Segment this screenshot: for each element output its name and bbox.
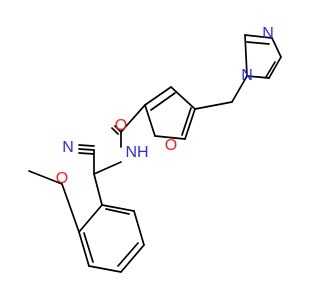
benzene-inner-bond-3 [105,208,130,215]
furan-ring [144,86,233,140]
carbonyl-oxygen-label: O [115,117,127,134]
nitrile-triple-bond-2 [78,144,95,147]
imidazole-bond-3 [268,56,282,79]
carbonyl-double-bond-a [114,125,122,133]
amide-chain [78,104,146,206]
benzene-bond-6 [101,204,135,212]
molecule-diagram: N N O O NH N O [28,25,282,273]
molecule-svg: N N O O NH N O [28,25,282,273]
furan-oxygen-label: O [165,137,177,154]
methoxy-oxygen-label: O [56,170,68,187]
benzene-bond-2 [78,231,90,267]
nitrile-triple-bond-3 [78,152,95,155]
furan-bond-5 [184,108,196,140]
imidazole-bond-3-double [265,61,276,78]
imidazole-bond-2 [271,37,282,58]
imidazole-bond-4 [246,75,270,79]
imidazole-n-top-label: N [262,25,274,42]
imidazole-bond-5 [244,34,248,77]
furan-bond-3 [144,104,156,137]
alpha-to-aryl-bond [93,173,103,206]
furan-bond-4 [154,135,186,140]
imidazole-n-bottom-label: N [241,67,253,84]
furan-bond-2-double [150,92,176,111]
furan-methylene-link [194,101,233,110]
nitrile-n-label: N [62,139,74,156]
carbonyl-carbon-bond [120,104,146,133]
carbonyl-double-bond-b [111,127,119,135]
nh-to-alpha-carbon-bond [93,161,122,175]
furan-bond-2 [144,86,172,106]
benzene-bond-3 [88,265,122,273]
imidazole-methylene-bond [231,75,248,103]
methoxy-group [28,170,80,233]
benzene-inner-bond-1 [83,232,94,263]
nitrile-triple-bond-1 [78,148,95,151]
benzene-ring [78,204,145,273]
methoxy-methyl-bond [28,170,63,185]
imidazole-bond-1 [244,34,273,39]
amide-nh-label: NH [125,144,148,161]
furan-bond-5-inner [181,107,192,136]
benzene-bond-1 [78,204,103,233]
imidazole-ring [231,34,282,103]
benzene-inner-bond-2 [117,242,139,267]
benzene-bond-5 [133,210,145,246]
benzene-bond-4 [120,244,145,273]
imidazole-bond-1-double [246,41,270,45]
aryl-to-methoxy-oxygen-bond [61,183,80,233]
furan-bond-1 [170,86,196,110]
